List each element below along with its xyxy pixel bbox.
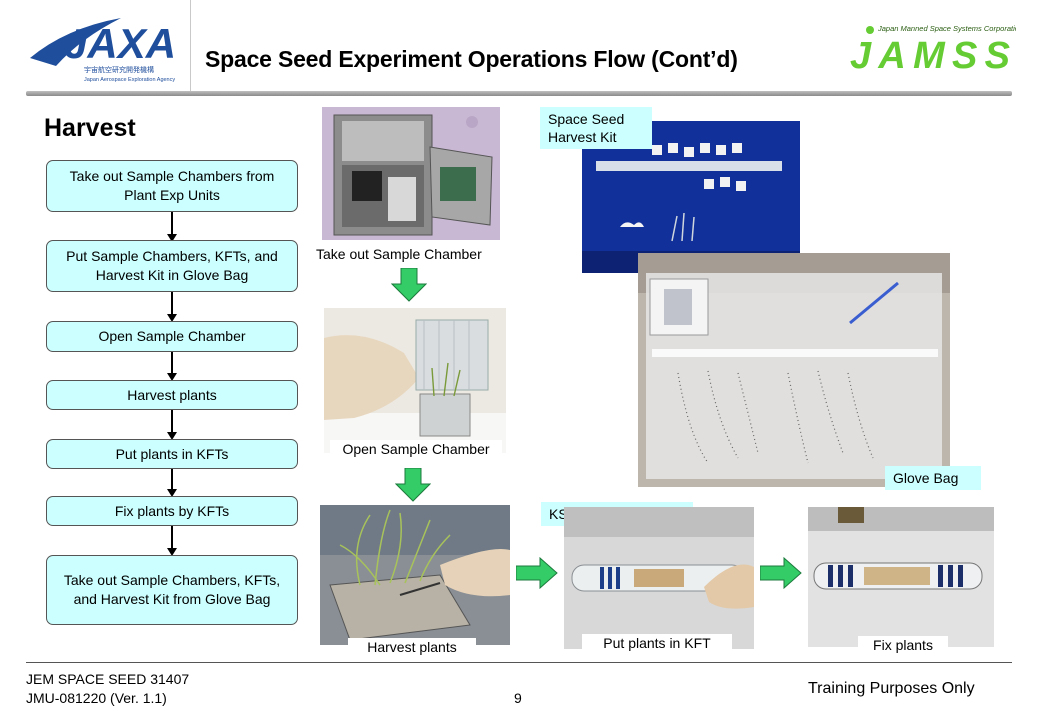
footer-doc-line2: JMU-081220 (Ver. 1.1) <box>26 690 167 706</box>
caption-harvest: Harvest plants <box>348 638 476 656</box>
page-number: 9 <box>514 690 522 706</box>
flow-step-put-kft: Put plants in KFTs <box>46 439 298 469</box>
flow-step-take-out: Take out Sample Chambers from Plant Exp … <box>46 160 298 212</box>
flow-arrow <box>167 212 177 242</box>
green-arrow-down-icon <box>391 268 427 302</box>
flow-step-put-in-bag: Put Sample Chambers, KFTs, and Harvest K… <box>46 240 298 292</box>
photo-sample-chamber-unit <box>322 107 500 240</box>
caption-open: Open Sample Chamber <box>330 440 502 458</box>
caption-put-kft: Put plants in KFT <box>582 634 732 652</box>
caption-glove-bag: Glove Bag <box>885 466 981 490</box>
caption-harvest-kit: Space Seed Harvest Kit <box>540 107 652 149</box>
svg-text:JAMSS: JAMSS <box>850 35 1010 74</box>
footer-note: Training Purposes Only <box>808 680 975 697</box>
flow-step-take-out-bag: Take out Sample Chambers, KFTs, and Harv… <box>46 555 298 625</box>
green-arrow-right-icon <box>516 557 558 589</box>
footer-rule <box>26 662 1012 663</box>
caption-take-out: Take out Sample Chamber <box>316 246 482 262</box>
svg-text:JAXA: JAXA <box>64 20 176 67</box>
header-rule <box>26 91 1012 96</box>
flow-step-open: Open Sample Chamber <box>46 321 298 352</box>
flow-arrow <box>167 526 177 556</box>
page-title: Space Seed Experiment Operations Flow (C… <box>205 46 738 72</box>
photo-glove-bag <box>638 253 950 487</box>
svg-text:Japan Aerospace Exploration Ag: Japan Aerospace Exploration Agency <box>84 77 175 83</box>
photo-fix-plants <box>808 507 994 647</box>
flow-arrow <box>167 292 177 322</box>
jaxa-logo: JAXA 宇宙航空研究開発機構 Japan Aerospace Explorat… <box>26 8 176 88</box>
green-arrow-right-icon <box>760 557 802 589</box>
header-divider <box>190 0 191 92</box>
green-arrow-down-icon <box>395 468 431 502</box>
svg-text:宇宙航空研究開発機構: 宇宙航空研究開発機構 <box>84 65 154 74</box>
footer-doc-id: JEM SPACE SEED 31407 JMU-081220 (Ver. 1.… <box>26 670 189 708</box>
photo-open-chamber <box>324 308 506 453</box>
photo-harvest-plants <box>320 505 510 645</box>
caption-fix: Fix plants <box>858 636 948 654</box>
flow-arrow <box>167 410 177 440</box>
flow-step-fix: Fix plants by KFTs <box>46 496 298 526</box>
svg-text:Japan Manned Space Systems Cor: Japan Manned Space Systems Corporation <box>877 24 1016 33</box>
flow-arrow <box>167 352 177 381</box>
flow-step-harvest: Harvest plants <box>46 380 298 410</box>
jamss-logo: Japan Manned Space Systems Corporation J… <box>846 22 1023 77</box>
photo-put-kft <box>564 507 754 649</box>
section-title: Harvest <box>44 114 136 142</box>
footer-doc-line1: JEM SPACE SEED 31407 <box>26 671 190 687</box>
flow-arrow <box>167 469 177 497</box>
